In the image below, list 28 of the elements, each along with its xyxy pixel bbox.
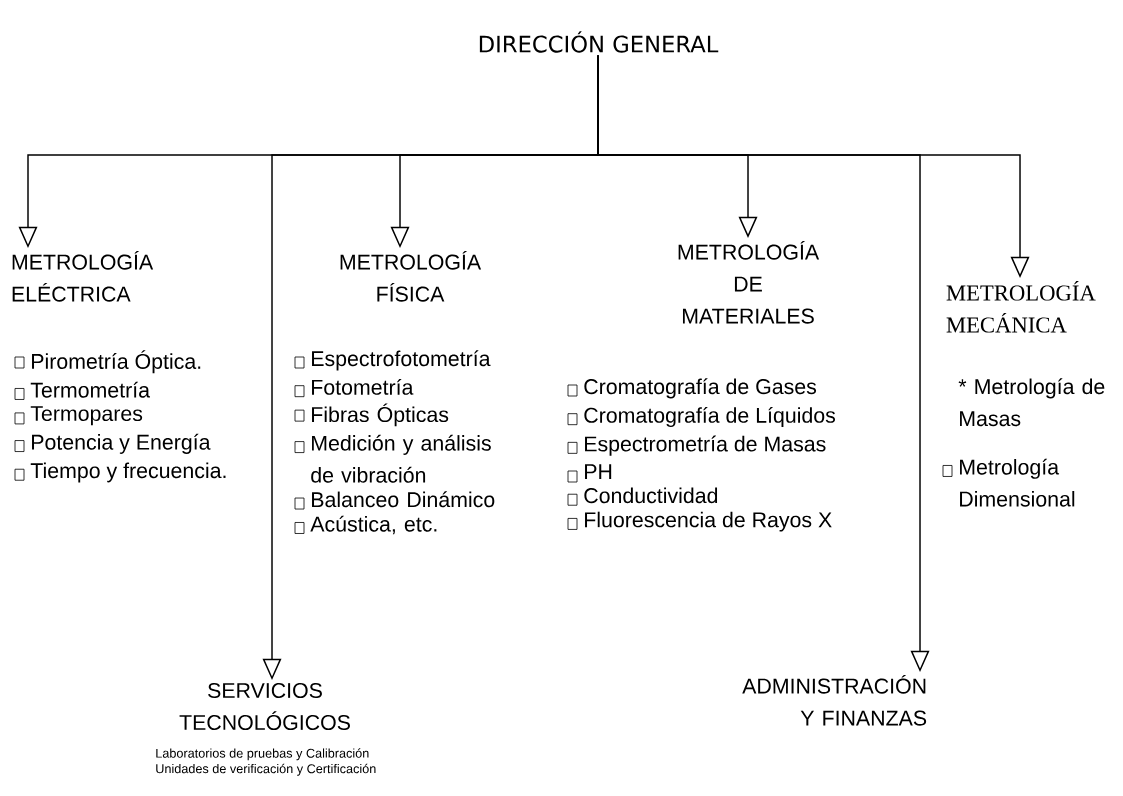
list-item: PH [567,464,612,483]
list-item: Fotometría [294,378,414,398]
list-item: Espectrometría de Masas [567,435,826,456]
list-item: Espectrofotometría [294,350,491,371]
list-item: Cromatografía de Líquidos [567,406,836,428]
department-label: DIRECCIÓN GENERAL [479,31,719,53]
department-label: SERVICIOS TECNOLÓGICOS [179,682,350,731]
list-item: Tiempo y frecuencia. [14,462,226,483]
list-item: * Metrología de Masas [958,378,1105,427]
list-item: Termopares [14,406,143,426]
list-item: Medición y análisis de vibración [294,434,491,483]
department-label: METROLOGÍA ELÉCTRICA [12,250,154,302]
department-label: METROLOGÍA FÍSICA [340,250,482,302]
list-item: Fluorescencia de Rayos X [567,511,832,532]
list-item: Unidades de verificación y Certificación [156,763,376,776]
list-item: Cromatografía de Gases [567,378,817,399]
list-item: Potencia y Energía [14,433,211,454]
department-label: ADMINISTRACIÓN Y FINANZAS [742,674,927,726]
department-label: METROLOGÍA DE MATERIALES [678,240,820,324]
list-item: Balanceo Dinámico [294,491,495,510]
list-item: Conductividad [567,487,718,506]
list-item: Metrología Dimensional [942,458,1075,507]
list-item: Laboratorios de pruebas y Calibración [156,748,369,761]
department-label: METROLOGÍA MECÁNICA [946,280,1096,333]
list-item: Acústica, etc. [294,515,437,535]
list-item: Fibras Ópticas [294,403,449,427]
list-item: Pirometría Óptica. [14,350,201,374]
list-item: Termometría [14,381,150,400]
